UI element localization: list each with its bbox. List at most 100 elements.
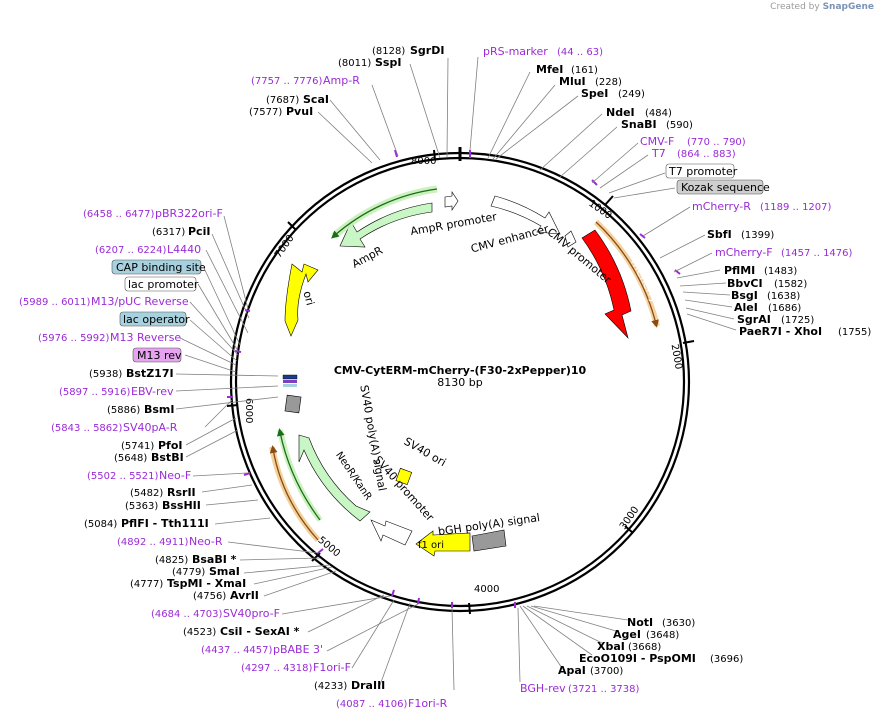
lbl-pflfi[interactable]: PflFI - Tth111I: [121, 517, 209, 530]
lbl-f1orir[interactable]: F1ori-R: [408, 697, 448, 710]
lbl-snabi[interactable]: SnaBI: [621, 118, 657, 131]
lbl-bstbi[interactable]: BstBI: [151, 451, 184, 464]
feature-cmv-promoter[interactable]: [564, 230, 577, 248]
lbl-neof[interactable]: Neo-F: [159, 469, 191, 482]
feature-ampr-promoter[interactable]: [444, 191, 459, 211]
feature-label-ampr-promoter: AmpR promoter: [409, 210, 498, 238]
lbl-pcii[interactable]: PciI: [188, 225, 210, 238]
lbl-avrii-pos: (4756): [193, 591, 226, 602]
lbl-sbfi[interactable]: SbfI: [707, 228, 732, 241]
lbl-apai[interactable]: ApaI: [558, 664, 586, 677]
lbl-bsabi[interactable]: BsaBI *: [192, 553, 237, 566]
lbl-rsrii[interactable]: RsrII: [167, 486, 196, 499]
lbl-bstz17i-pos: (5938): [89, 369, 122, 380]
box-t7-promoter[interactable]: [665, 163, 735, 179]
feature-f1-ori[interactable]: [415, 530, 471, 557]
lbl-bsgi[interactable]: BsgI: [731, 289, 758, 302]
lbl-bghrev-pos: (3721 .. 3738): [568, 684, 640, 695]
lbl-mlui[interactable]: MluI: [559, 75, 586, 88]
lbl-bsmi[interactable]: BsmI: [144, 403, 175, 416]
lbl-pvui[interactable]: PvuI: [286, 105, 313, 118]
lbl-neor[interactable]: Neo-R: [189, 535, 223, 548]
box-m13-rev[interactable]: [132, 347, 182, 363]
lbl-bghrev[interactable]: BGH-rev: [520, 682, 566, 695]
lbl-bstz17i[interactable]: BstZ17I: [126, 367, 174, 380]
box-cap-binding[interactable]: [111, 259, 202, 275]
lbl-mfei[interactable]: MfeI: [536, 63, 563, 76]
lbl-mcherryr-pos: (1189 .. 1207): [760, 202, 832, 213]
lbl-noti[interactable]: NotI: [627, 616, 653, 629]
lbl-t7-promoter: T7 promoter: [668, 165, 738, 178]
lbl-m13rev[interactable]: M13 Reverse: [110, 331, 181, 344]
lbl-sv40pro-pos: (4684 .. 4703): [151, 609, 223, 620]
feature-bgh-polya[interactable]: [471, 529, 507, 552]
lbl-tspmi[interactable]: TspMI - XmaI: [167, 577, 246, 590]
lbl-ecoo109i[interactable]: EcoO109I - PspOMI: [579, 652, 696, 665]
feature-ampr[interactable]: [339, 202, 433, 248]
lbl-sgrai[interactable]: SgrAI: [737, 313, 771, 326]
feature-label-ori: ori: [300, 290, 316, 307]
lbl-pfoi[interactable]: PfoI: [158, 439, 183, 452]
lbl-prs[interactable]: pRS-marker: [483, 45, 548, 58]
box-lac-operator[interactable]: [119, 311, 187, 327]
lbl-ebv-pos: (5897 .. 5916): [59, 387, 131, 398]
lbl-ecoo109i-pos: (3696): [710, 654, 743, 665]
lbl-csii[interactable]: CsiI - SexAI *: [220, 625, 300, 638]
lbl-rsrii-pos: (5482): [130, 488, 163, 499]
labels-right: pRS-marker (44 .. 63) MfeI (161) MluI (2…: [483, 45, 871, 695]
lbl-mcherryf[interactable]: mCherry-F: [715, 246, 773, 259]
lbl-bbvci[interactable]: BbvCI: [727, 277, 763, 290]
lbl-m13puc[interactable]: M13/pUC Reverse: [91, 295, 189, 308]
lbl-spei[interactable]: SpeI: [581, 87, 608, 100]
feature-label-f1ori: f1 ori: [418, 540, 444, 551]
lbl-pbr322[interactable]: pBR322ori-F: [155, 207, 223, 220]
lbl-sgrdi[interactable]: SgrDI: [410, 44, 444, 57]
feature-sv40-ori[interactable]: [395, 467, 413, 486]
feature-label-sv40-ori: SV40 ori: [402, 435, 449, 469]
mcherry-ref-arc: [595, 221, 659, 328]
lbl-bsgi-pos: (1638): [767, 291, 800, 302]
lbl-sv40pro[interactable]: SV40pro-F: [223, 607, 280, 620]
feature-mcherry[interactable]: [581, 229, 632, 340]
lbl-mcherryf-pos: (1457 .. 1476): [781, 248, 853, 259]
lbl-smai-pos: (4779): [172, 567, 205, 578]
lbl-neor-pos: (4892 .. 4911): [117, 537, 189, 548]
lbl-alei[interactable]: AleI: [734, 301, 758, 314]
feature-neor-kanr[interactable]: [298, 434, 371, 522]
lbl-snabi-pos: (590): [666, 120, 693, 131]
lbl-sv40pa-pos: (5843 .. 5862): [51, 423, 123, 434]
lbl-smai[interactable]: SmaI: [209, 565, 240, 578]
feature-ori[interactable]: [284, 263, 319, 337]
tick-2000: [682, 340, 695, 344]
lbl-pflmi[interactable]: PflMI: [724, 264, 755, 277]
lbl-ebv[interactable]: EBV-rev: [131, 385, 174, 398]
lbl-pbabe[interactable]: pBABE 3': [273, 643, 323, 656]
lbl-draiii[interactable]: DraIII: [351, 679, 385, 692]
lbl-spei-pos: (249): [618, 89, 645, 100]
lbl-l4440[interactable]: L4440: [167, 243, 201, 256]
lbl-ndei[interactable]: NdeI: [606, 106, 635, 119]
lbl-ampr-primer[interactable]: Amp-R: [323, 74, 360, 87]
lbl-prs-pos: (44 .. 63): [557, 47, 603, 58]
lbl-paer7i[interactable]: PaeR7I - XhoI: [739, 325, 822, 338]
feature-cmv-enhancer[interactable]: [490, 195, 561, 235]
lbl-sspi[interactable]: SspI: [375, 56, 401, 69]
box-kozak[interactable]: [676, 179, 764, 195]
lbl-scai[interactable]: ScaI: [303, 93, 329, 106]
lbl-f1orif-pos: (4297 .. 4318): [241, 663, 313, 674]
lbl-agei[interactable]: AgeI: [613, 628, 641, 641]
lbl-mcherryr[interactable]: mCherry-R: [692, 200, 751, 213]
lbl-l4440-pos: (6207 .. 6224): [95, 245, 167, 256]
lbl-bsshii[interactable]: BssHII: [162, 499, 201, 512]
feature-sv40-polya[interactable]: [284, 394, 302, 414]
feature-small-2: [283, 380, 297, 383]
lbl-f1orif[interactable]: F1ori-F: [313, 661, 351, 674]
box-lac-promoter[interactable]: [124, 276, 197, 292]
lbl-t7[interactable]: T7: [651, 147, 666, 160]
feature-sv40-promoter[interactable]: [370, 519, 413, 546]
tick-1000: [604, 195, 614, 206]
lbl-sv40pa[interactable]: SV40pA-R: [123, 421, 178, 434]
lbl-avrii[interactable]: AvrII: [230, 589, 259, 602]
lbl-cmvf[interactable]: CMV-F: [640, 135, 674, 148]
lbl-xbai[interactable]: XbaI: [597, 640, 625, 653]
